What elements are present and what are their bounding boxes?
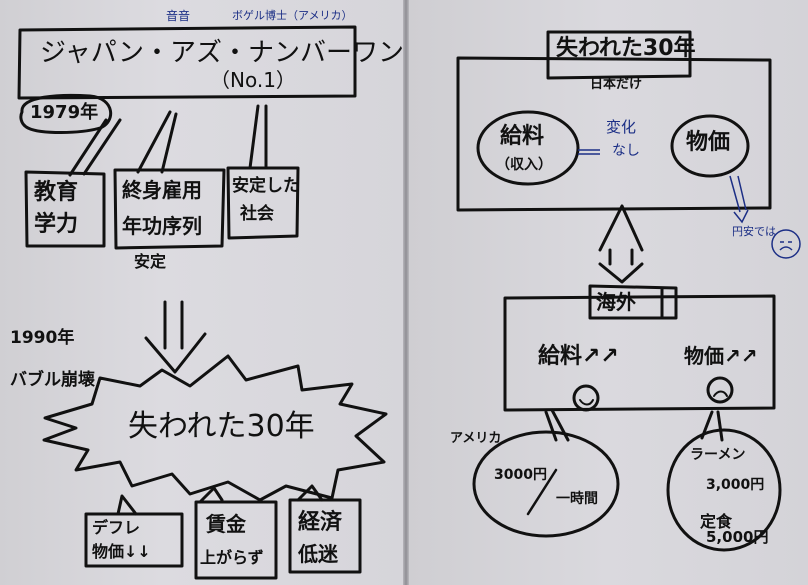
bubble2-price2: 5,000円 bbox=[706, 528, 769, 546]
education-line2: 学力 bbox=[34, 212, 79, 237]
bubble1-unit: 一時間 bbox=[556, 491, 598, 507]
employment-note: 安定 bbox=[134, 252, 167, 271]
overseas-price: 物価↗↗ bbox=[684, 344, 758, 368]
economy-line2: 低迷 bbox=[298, 542, 338, 566]
deflation-line2: 物価↓↓ bbox=[92, 542, 151, 561]
right-title: 失われた30年 bbox=[556, 36, 696, 61]
smiley-face bbox=[572, 384, 600, 412]
title-box bbox=[17, 25, 357, 100]
callout-wages bbox=[198, 486, 224, 504]
box-employment bbox=[113, 168, 226, 250]
burst-text: 失われた30年 bbox=[128, 409, 315, 444]
deflation-line1: デフレ bbox=[92, 518, 141, 537]
employment-line1: 終身雇用 bbox=[122, 178, 202, 202]
yen-note: 円安では bbox=[732, 225, 776, 238]
down-arrow bbox=[144, 300, 207, 374]
bubble-wage bbox=[472, 430, 620, 538]
box-economy bbox=[288, 498, 362, 574]
wages-line1: 賃金 bbox=[206, 512, 246, 536]
box-wages bbox=[194, 500, 278, 580]
year-1990: 1990年 bbox=[10, 328, 75, 348]
right-title-box bbox=[546, 30, 692, 80]
overseas-label: 海外 bbox=[596, 290, 636, 314]
title-line1: ジャパン・アズ・ナンバーワン bbox=[40, 38, 405, 68]
callout-america bbox=[544, 408, 570, 442]
wage-circle-line2: （収入） bbox=[496, 157, 552, 173]
bubble-prices bbox=[666, 428, 782, 552]
year-1979: 1979年 bbox=[30, 102, 99, 123]
society-line2: 社会 bbox=[240, 204, 274, 224]
wage-note-line2: なし bbox=[612, 143, 640, 159]
blue-face bbox=[771, 229, 801, 259]
wage-note-line1: 変化 bbox=[606, 118, 637, 136]
right-bottom-box bbox=[503, 294, 776, 412]
america-label: アメリカ bbox=[450, 431, 502, 446]
box-deflation bbox=[84, 512, 184, 568]
wages-line2: 上がらず bbox=[200, 548, 264, 567]
right-top-box bbox=[456, 56, 772, 212]
callout-economy bbox=[296, 484, 324, 502]
pronunciation-note: 音音 bbox=[166, 9, 191, 23]
overseas-wage: 給料↗↗ bbox=[538, 344, 619, 369]
blue-connector bbox=[578, 149, 600, 155]
callout-education bbox=[68, 118, 122, 177]
right-subtitle: 日本だけ bbox=[590, 77, 643, 92]
bubble2-item1: ラーメン bbox=[690, 447, 746, 463]
price-circle bbox=[670, 114, 750, 178]
bubble1-amount: 3000円 bbox=[494, 467, 547, 483]
society-line1: 安定した bbox=[232, 176, 300, 196]
economy-line1: 経済 bbox=[298, 510, 343, 535]
author-note: ボゲル博士（アメリカ） bbox=[232, 9, 353, 22]
education-line1: 教育 bbox=[34, 180, 79, 205]
frowny-face bbox=[706, 376, 734, 404]
wage-circle bbox=[476, 110, 580, 186]
title-line2: （No.1） bbox=[210, 68, 296, 92]
callout-prices bbox=[700, 410, 724, 442]
box-education bbox=[24, 170, 106, 248]
blue-arrow bbox=[729, 175, 749, 224]
bubble2-item2: 定食 bbox=[700, 512, 733, 531]
overseas-box bbox=[588, 284, 678, 320]
price-circle-label: 物価 bbox=[686, 130, 731, 155]
wage-circle-line1: 給料 bbox=[500, 124, 545, 149]
bubble2-price1: 3,000円 bbox=[706, 477, 765, 493]
burst-shape bbox=[42, 354, 388, 502]
callout-employment bbox=[136, 110, 178, 174]
callout-deflation bbox=[116, 494, 138, 516]
employment-line2: 年功序列 bbox=[122, 214, 202, 238]
notebook-gutter bbox=[403, 0, 409, 585]
callout-society bbox=[248, 104, 268, 170]
double-arrow bbox=[598, 204, 644, 284]
box-society bbox=[226, 166, 300, 240]
bubble-burst-label: バブル崩壊 bbox=[10, 370, 95, 390]
